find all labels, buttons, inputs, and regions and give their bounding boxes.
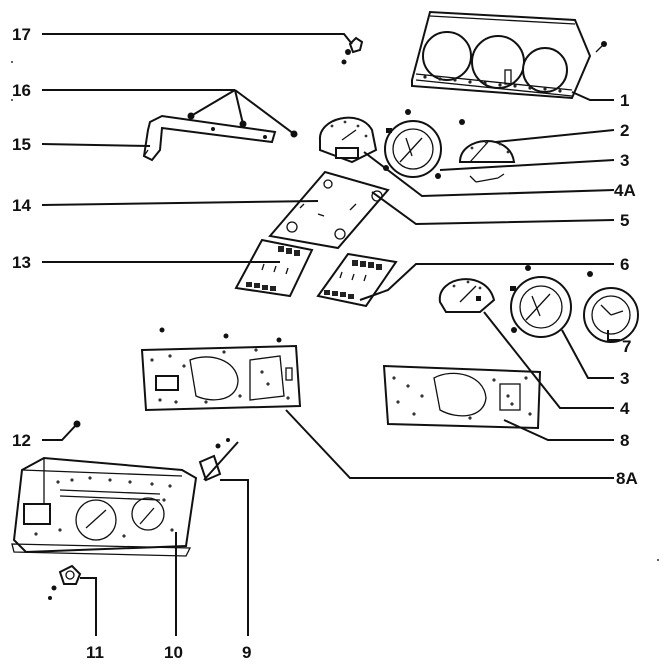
label-12: 12	[12, 431, 31, 450]
part-2-small-gauge-top	[458, 119, 516, 183]
label-11: 11	[86, 643, 104, 662]
label-2: 2	[620, 121, 629, 140]
part-4-small-gauge	[438, 278, 496, 313]
diagram-specks	[11, 61, 659, 561]
label-7: 7	[622, 337, 631, 356]
part-7-clock	[583, 271, 639, 343]
label-10: 10	[164, 643, 183, 662]
part-1-cluster-housing	[411, 10, 607, 100]
label-15: 15	[12, 135, 31, 154]
part-11-bulb-socket	[48, 564, 82, 600]
label-8: 8	[620, 431, 629, 450]
label-16: 16	[12, 81, 31, 100]
label-8a: 8A	[616, 469, 638, 488]
part-9-lamp-socket	[198, 438, 239, 482]
label-4a: 4A	[614, 181, 636, 200]
part-3-speedometer-top	[383, 109, 442, 179]
label-14: 14	[12, 196, 31, 215]
part-8-circuit-panel	[382, 364, 542, 430]
label-9: 9	[242, 643, 251, 662]
part-13-bulb-board-left	[234, 238, 314, 298]
leader-lines	[41, 33, 615, 636]
part-3-speedometer-mid	[510, 265, 572, 338]
label-6: 6	[620, 255, 629, 274]
label-13: 13	[12, 253, 31, 272]
part-14-circuit-board	[268, 170, 390, 250]
part-6-bulb-board-right	[316, 252, 398, 308]
label-4: 4	[620, 399, 630, 418]
label-3-top: 3	[620, 151, 629, 170]
callout-labels: 17 16 15 14 13 12 1 2 3 4A 5 6 7 3 4 8 8…	[12, 25, 638, 662]
part-10-cluster-assembly	[11, 456, 198, 557]
part-8a-circuit-panel	[140, 327, 302, 412]
part-17-bulb	[341, 36, 364, 65]
label-3-mid: 3	[620, 369, 629, 388]
part-15-circuit-strip	[142, 114, 277, 162]
label-1: 1	[620, 91, 629, 110]
label-5: 5	[620, 211, 629, 230]
label-17: 17	[12, 25, 31, 44]
